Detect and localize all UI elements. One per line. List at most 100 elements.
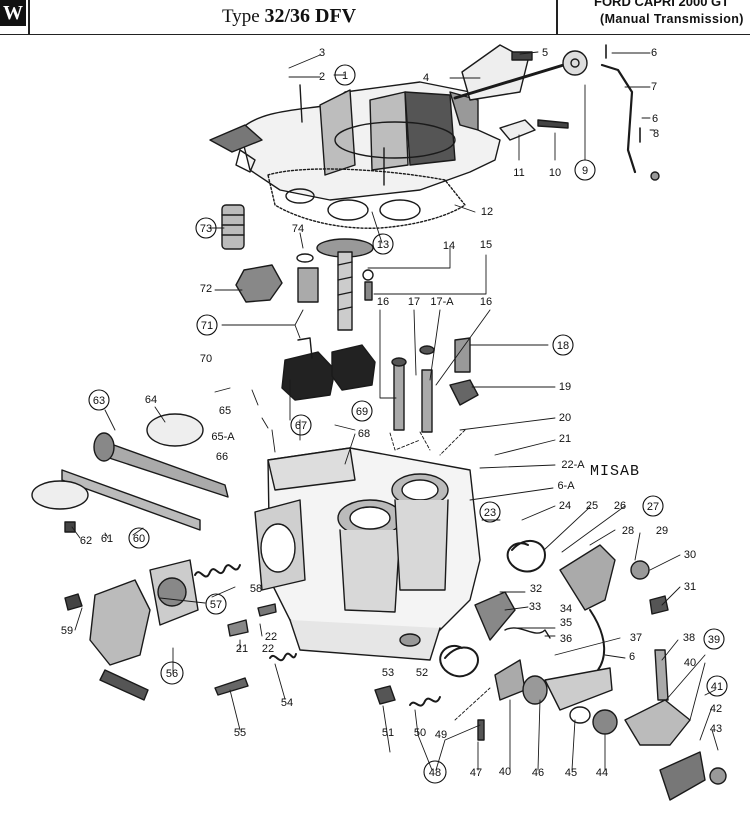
part-label: 17 (408, 296, 420, 308)
part-label: 16 (480, 296, 492, 308)
part-label: 13 (377, 239, 389, 251)
type-prefix: Type (222, 6, 260, 27)
part-label: 24 (559, 500, 571, 512)
part-label: 72 (200, 283, 212, 295)
part-label: 28 (622, 525, 634, 537)
part-label: 7 (651, 81, 657, 93)
part-label: 69 (356, 406, 368, 418)
part-label: 20 (559, 412, 571, 424)
part-label: 6 (629, 651, 635, 663)
watermark: MISAB (590, 463, 641, 480)
part-label: 1 (342, 70, 348, 82)
part-label: 67 (295, 420, 307, 432)
part-label: 65 (219, 405, 231, 417)
callout-circles (88, 64, 728, 784)
part-label: 48 (429, 767, 441, 779)
part-label: 55 (234, 727, 246, 739)
part-label: 36 (560, 633, 572, 645)
part-label: 58 (250, 583, 262, 595)
part-label: 3 (319, 47, 325, 59)
part-label: 33 (529, 601, 541, 613)
part-label: 21 (236, 643, 248, 655)
part-label: 62 (80, 535, 92, 547)
vehicle-model: FORD CAPRI 2000 GT (594, 0, 730, 9)
part-label: 40 (684, 657, 696, 669)
part-label: 6 (652, 113, 658, 125)
part-label: 64 (145, 394, 157, 406)
transmission-note: (Manual Transmission) (600, 12, 744, 26)
part-label: 27 (647, 501, 659, 513)
carburetor-type-title: Type 32/36 DFV (222, 5, 356, 28)
type-value: 32/36 DFV (264, 5, 357, 27)
header-divider (28, 0, 30, 34)
part-label: 29 (656, 525, 668, 537)
part-label: 45 (565, 767, 577, 779)
part-label: 60 (133, 533, 145, 545)
weber-logo: W (0, 0, 26, 26)
choke-shaft-assembly (453, 44, 588, 101)
part-label: 54 (281, 697, 293, 709)
part-label: 22-A (561, 459, 585, 471)
part-label: 59 (61, 625, 73, 637)
part-label: 6 (651, 47, 657, 59)
accelerator-pump-cover (64, 559, 241, 701)
part-label: 18 (557, 340, 569, 352)
part-label: 21 (559, 433, 571, 445)
fuel-filter (221, 204, 245, 250)
part-label: 50 (414, 727, 426, 739)
part-label: 56 (166, 668, 178, 680)
needle-valve (316, 238, 374, 331)
part-label: 42 (710, 703, 722, 715)
part-label: 31 (684, 581, 696, 593)
part-label: 17-A (430, 296, 454, 308)
part-label: 32 (530, 583, 542, 595)
fuel-inlet-nut (235, 264, 283, 303)
part-label: 4 (423, 72, 429, 84)
part-label: 25 (586, 500, 598, 512)
jets-and-emulsion-tubes (391, 337, 479, 433)
part-label: 6-A (557, 480, 575, 492)
part-label: 57 (210, 599, 222, 611)
part-label: 63 (93, 395, 105, 407)
part-label: 65-A (211, 431, 235, 443)
part-label: 15 (480, 239, 492, 251)
part-label: 12 (481, 206, 493, 218)
part-label: 8 (653, 128, 659, 140)
part-label: 5 (542, 47, 548, 59)
part-label: 40 (499, 766, 511, 778)
header-divider-right (556, 0, 558, 34)
part-label: 11 (513, 167, 524, 179)
part-label: 73 (200, 223, 212, 235)
part-label: 39 (708, 634, 720, 646)
part-label: 74 (292, 223, 304, 235)
part-label: 46 (532, 767, 544, 779)
throttle-linkage-assembly (474, 540, 727, 801)
part-label: 35 (560, 617, 572, 629)
part-label: 16 (377, 296, 389, 308)
part-label: 68 (358, 428, 370, 440)
choke-rod (600, 63, 637, 174)
part-label: 66 (216, 451, 228, 463)
part-label: 9 (582, 165, 588, 177)
part-label: 51 (382, 727, 394, 739)
part-label: 47 (470, 767, 482, 779)
part-label: 26 (614, 500, 626, 512)
top-cover-gasket (267, 168, 466, 229)
part-label: 44 (596, 767, 608, 779)
part-label: 22 (265, 631, 277, 643)
carburetor-float (281, 337, 376, 401)
part-label: 14 (443, 240, 455, 252)
part-label: 43 (710, 723, 722, 735)
part-label: 49 (435, 729, 447, 741)
part-label: 52 (416, 667, 428, 679)
part-label: 71 (201, 320, 213, 332)
part-label: 53 (382, 667, 394, 679)
part-label: 37 (630, 632, 642, 644)
part-label: 30 (684, 549, 696, 561)
part-label: 2 (319, 71, 325, 83)
carburetor-top-cover (209, 81, 501, 201)
part-label: 10 (549, 167, 561, 179)
throttle-shaft-assembly (31, 413, 229, 533)
